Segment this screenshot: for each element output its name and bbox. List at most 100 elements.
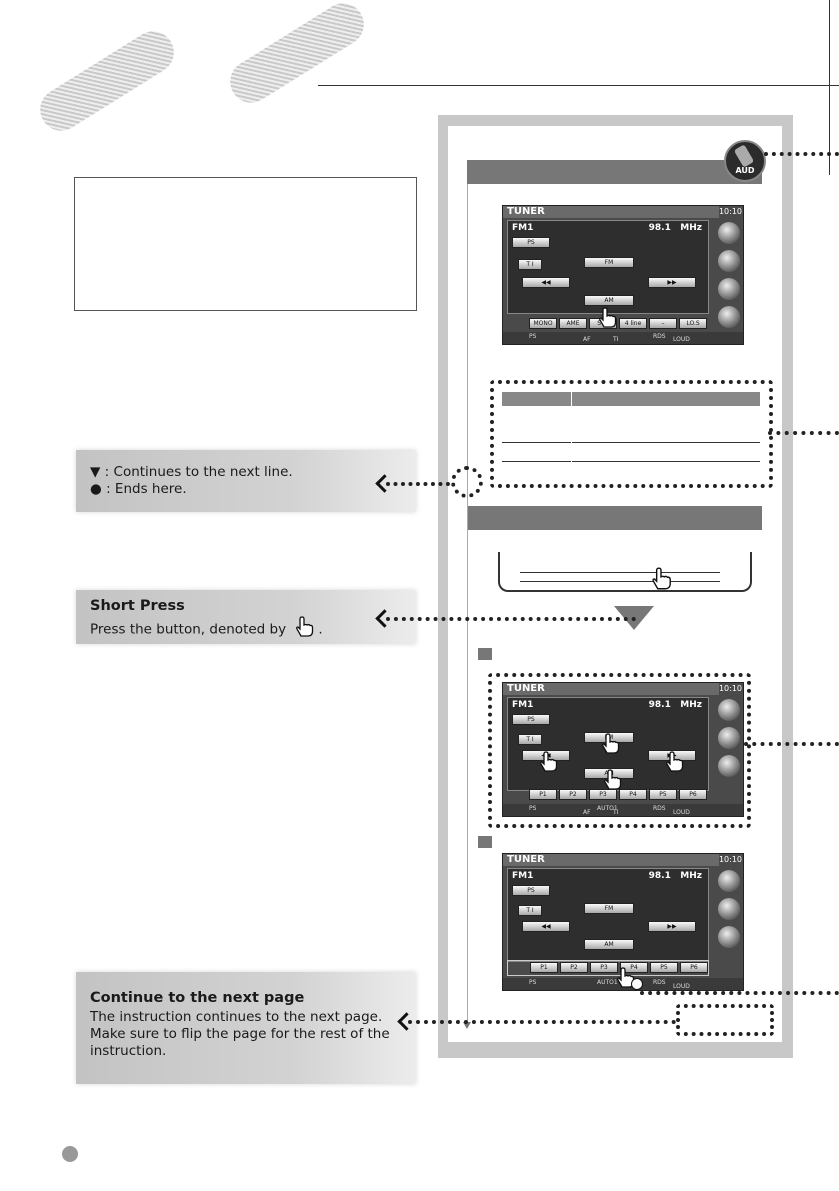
- decorative-stripe-right: [222, 0, 372, 111]
- remote-control-icon: [733, 144, 755, 168]
- screen-highlight: [488, 673, 751, 828]
- seek-prev-button[interactable]: ◀◀: [522, 277, 570, 288]
- preset-button[interactable]: P4: [619, 789, 647, 800]
- screen-main-area: FM1 98.1 MHz PS T I FM ◀◀ ▶▶ AM: [507, 868, 709, 962]
- side-control-icon-1[interactable]: [718, 699, 740, 721]
- func-button[interactable]: AME: [559, 318, 587, 329]
- side-control-icon-4[interactable]: [718, 306, 740, 328]
- ps-button[interactable]: PS: [512, 237, 550, 248]
- connector-remote: [764, 152, 839, 156]
- tuner-screen-3: TUNER 10:10 FM1 98.1 MHz PS T I FM ◀◀ ▶▶…: [502, 853, 744, 991]
- flow-line: [467, 184, 468, 1024]
- frequency-readout: 98.1 MHz: [648, 223, 702, 233]
- frequency-readout: 98.1 MHz: [648, 871, 702, 881]
- margin-rule: [829, 0, 830, 175]
- page-marker-dot: [62, 1146, 78, 1162]
- hand-pointer-icon: [613, 966, 637, 990]
- screen-clock: 10:10: [718, 684, 742, 693]
- connector-table: [768, 431, 839, 435]
- side-control-icon-3[interactable]: [718, 278, 740, 300]
- short-press-callout: Short Press Press the button, denoted by…: [76, 590, 416, 644]
- connector-short-press: [386, 617, 636, 621]
- preset-button[interactable]: P2: [559, 789, 587, 800]
- preset-button[interactable]: P3: [589, 789, 617, 800]
- tuner-screen-2: TUNER 10:10 FM1 98.1 MHz PS T I FM ◀◀ ▶▶…: [502, 682, 744, 817]
- screen-title: TUNER: [503, 206, 719, 218]
- func-button[interactable]: 4 line: [619, 318, 647, 329]
- legend-callout: ▼ : Continues to the next line. ● : Ends…: [76, 450, 416, 512]
- preset-button[interactable]: P5: [650, 962, 678, 973]
- fm-button[interactable]: FM: [584, 903, 634, 914]
- fm-button[interactable]: FM: [584, 257, 634, 268]
- hand-pointer-icon: [600, 768, 624, 797]
- preset-button[interactable]: P1: [529, 789, 557, 800]
- hand-pointer-icon: [595, 306, 619, 335]
- ti-button[interactable]: T I: [518, 259, 542, 270]
- blank-text-box: [74, 177, 417, 311]
- next-page-marker-box: [676, 1004, 774, 1036]
- preset-button[interactable]: P5: [649, 789, 677, 800]
- continue-text: The instruction continues to the next pa…: [90, 1009, 390, 1059]
- tuner-screen-1: TUNER 10:10 FM1 98.1 MHz PS T I FM ◀◀ ▶▶…: [502, 205, 744, 345]
- frequency-readout: 98.1 MHz: [648, 700, 702, 710]
- seek-next-button[interactable]: ▶▶: [648, 277, 696, 288]
- preset-button[interactable]: P6: [680, 962, 708, 973]
- side-control-icon-1[interactable]: [718, 222, 740, 244]
- func-button[interactable]: MONO: [529, 318, 557, 329]
- screen-title: TUNER: [503, 854, 719, 866]
- header-rule: [318, 85, 839, 86]
- preset-button[interactable]: P4: [620, 962, 648, 973]
- dot-icon: ●: [90, 481, 102, 497]
- section-bar-2: [467, 506, 762, 530]
- preset-button[interactable]: P2: [560, 962, 588, 973]
- screen-clock: 10:10: [718, 207, 742, 216]
- ps-button[interactable]: PS: [512, 885, 550, 896]
- section-bar-1: [467, 160, 762, 184]
- table-column-divider: [571, 392, 572, 462]
- preset-button[interactable]: P6: [679, 789, 707, 800]
- ps-button[interactable]: PS: [512, 714, 550, 725]
- remote-badge-label: AUD: [735, 166, 755, 175]
- table-header: [502, 392, 760, 406]
- am-button[interactable]: AM: [584, 295, 634, 306]
- connector-circle: [451, 466, 483, 498]
- screen-clock: 10:10: [718, 855, 742, 864]
- preset-button[interactable]: P3: [590, 962, 618, 973]
- am-button[interactable]: AM: [584, 939, 634, 950]
- flow-line-arrow-icon: [463, 1022, 471, 1029]
- remote-control-badge: AUD: [724, 140, 766, 182]
- seek-next-button[interactable]: ▶▶: [648, 921, 696, 932]
- preset-button-row: P1 P2 P3 P4 P5 P6: [507, 789, 707, 803]
- hand-pointer-icon: [598, 732, 622, 761]
- table-rule: [502, 461, 760, 462]
- function-button-row: MONO AME S·... 4 line – LO.S: [507, 318, 707, 332]
- side-control-icon-2[interactable]: [718, 727, 740, 749]
- ti-button[interactable]: T I: [518, 734, 542, 745]
- func-button[interactable]: LO.S: [679, 318, 707, 329]
- seek-prev-button[interactable]: ◀◀: [522, 921, 570, 932]
- status-bar: PS AF TI RDS LOUD: [503, 332, 743, 344]
- legend-line-continue: ▼ : Continues to the next line.: [90, 464, 293, 480]
- side-control-icon-2[interactable]: [718, 898, 740, 920]
- short-press-text: Press the button, denoted by: [90, 621, 287, 638]
- func-button[interactable]: –: [649, 318, 677, 329]
- connector-legend: [386, 482, 450, 486]
- side-control-icon-2[interactable]: [718, 250, 740, 272]
- hand-pointer-icon: [536, 750, 560, 779]
- screen-main-area: FM1 98.1 MHz PS T I FM ◀◀ ▶▶ AM: [507, 220, 709, 314]
- screen-main-area: FM1 98.1 MHz PS T I FM ◀◀ ▶▶ AM: [507, 697, 709, 791]
- band-label: FM1: [512, 223, 534, 233]
- preset-button[interactable]: P1: [530, 962, 558, 973]
- decorative-stripe-left: [32, 23, 182, 139]
- triangle-down-icon: ▼: [90, 464, 101, 480]
- side-control-icon-3[interactable]: [718, 926, 740, 948]
- side-control-icon-1[interactable]: [718, 870, 740, 892]
- ti-button[interactable]: T I: [518, 905, 542, 916]
- hand-pointer-icon: [648, 566, 674, 597]
- step-marker-2: [478, 836, 492, 848]
- side-control-icon-3[interactable]: [718, 755, 740, 777]
- screen-title: TUNER: [503, 683, 719, 695]
- short-press-title: Short Press: [90, 598, 185, 614]
- connector-continue: [408, 1020, 676, 1024]
- timer-icon: [631, 978, 643, 990]
